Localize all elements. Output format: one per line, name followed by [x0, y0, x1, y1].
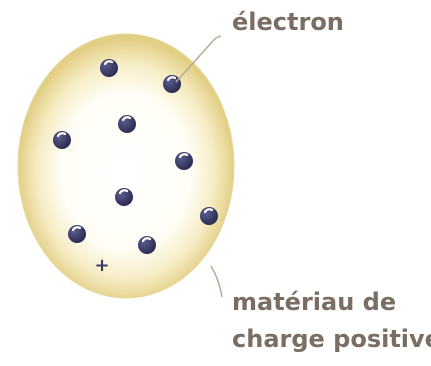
positive-sign: +: [94, 255, 109, 276]
material-label-line1: matériau de: [232, 288, 396, 316]
electron: [115, 188, 133, 206]
electron: [118, 115, 136, 133]
electron: [138, 236, 156, 254]
material-label-line2: charge positive: [232, 325, 431, 353]
electron: [175, 152, 193, 170]
positive-charge-sphere: [18, 34, 234, 298]
electron: [200, 207, 218, 225]
electron: [68, 225, 86, 243]
electron: [53, 131, 71, 149]
material-leader-line: [211, 266, 222, 297]
electron: [100, 59, 118, 77]
electron: [163, 75, 181, 93]
electron-label: électron: [232, 8, 344, 36]
